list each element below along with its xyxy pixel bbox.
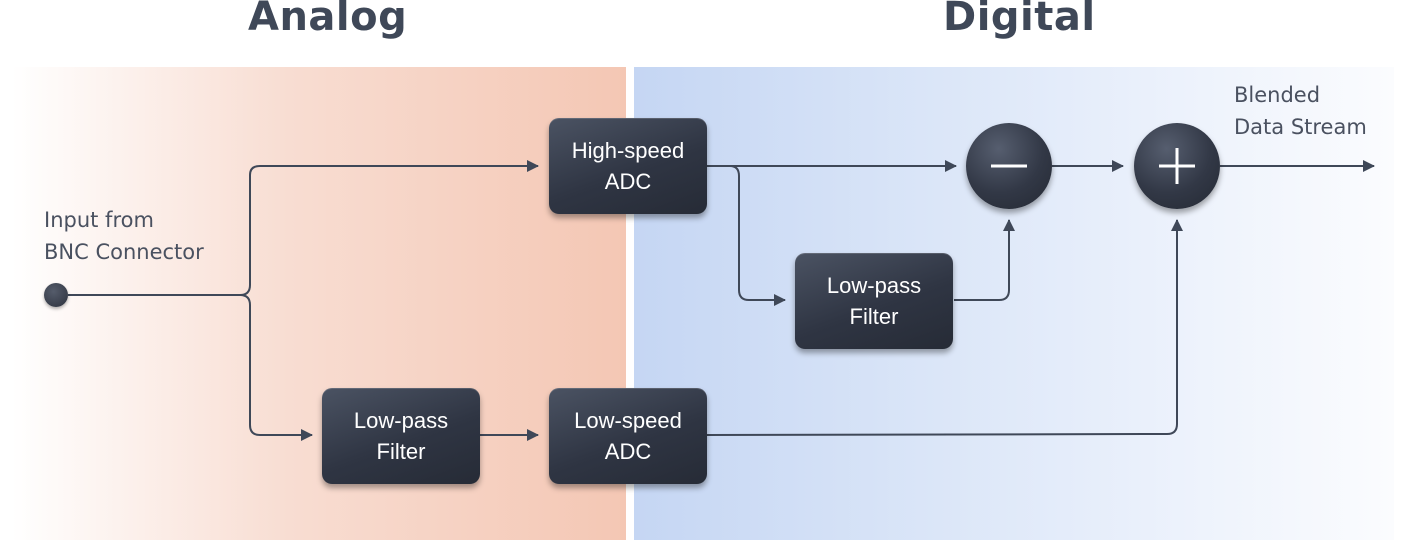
wire-to-high-speed-adc (239, 160, 539, 296)
lowpass-filter-analog-block: Low-pass Filter (322, 388, 480, 484)
high-speed-adc-block: High-speed ADC (549, 118, 707, 214)
wire-high-speed-adc-to-lowpass-digital (707, 165, 786, 306)
digital-section-title: Digital (943, 0, 1096, 40)
lowpass-filter-digital-label: Low-pass Filter (826, 273, 922, 329)
analog-section-title: Analog (248, 0, 408, 40)
high-speed-adc-label: High-speed ADC (571, 138, 685, 194)
subtractor-node (966, 123, 1052, 209)
analog-zone (12, 67, 626, 540)
input-label: Input from BNC Connector (44, 208, 204, 264)
wire-lowpass-digital-to-subtract (954, 219, 1015, 301)
input-connector-node (44, 283, 68, 307)
wire-low-speed-adc-to-add (706, 219, 1183, 436)
plus-icon (1159, 148, 1195, 184)
wire-to-lowpass-analog (239, 294, 313, 441)
lowpass-filter-analog-label: Low-pass Filter (353, 408, 449, 464)
lowpass-filter-digital-block: Low-pass Filter (795, 253, 953, 349)
low-speed-adc-label: Low-speed ADC (574, 408, 682, 464)
output-label: Blended Data Stream (1234, 83, 1367, 139)
minus-icon (991, 164, 1027, 168)
low-speed-adc-block: Low-speed ADC (549, 388, 707, 484)
adder-node (1134, 123, 1220, 209)
